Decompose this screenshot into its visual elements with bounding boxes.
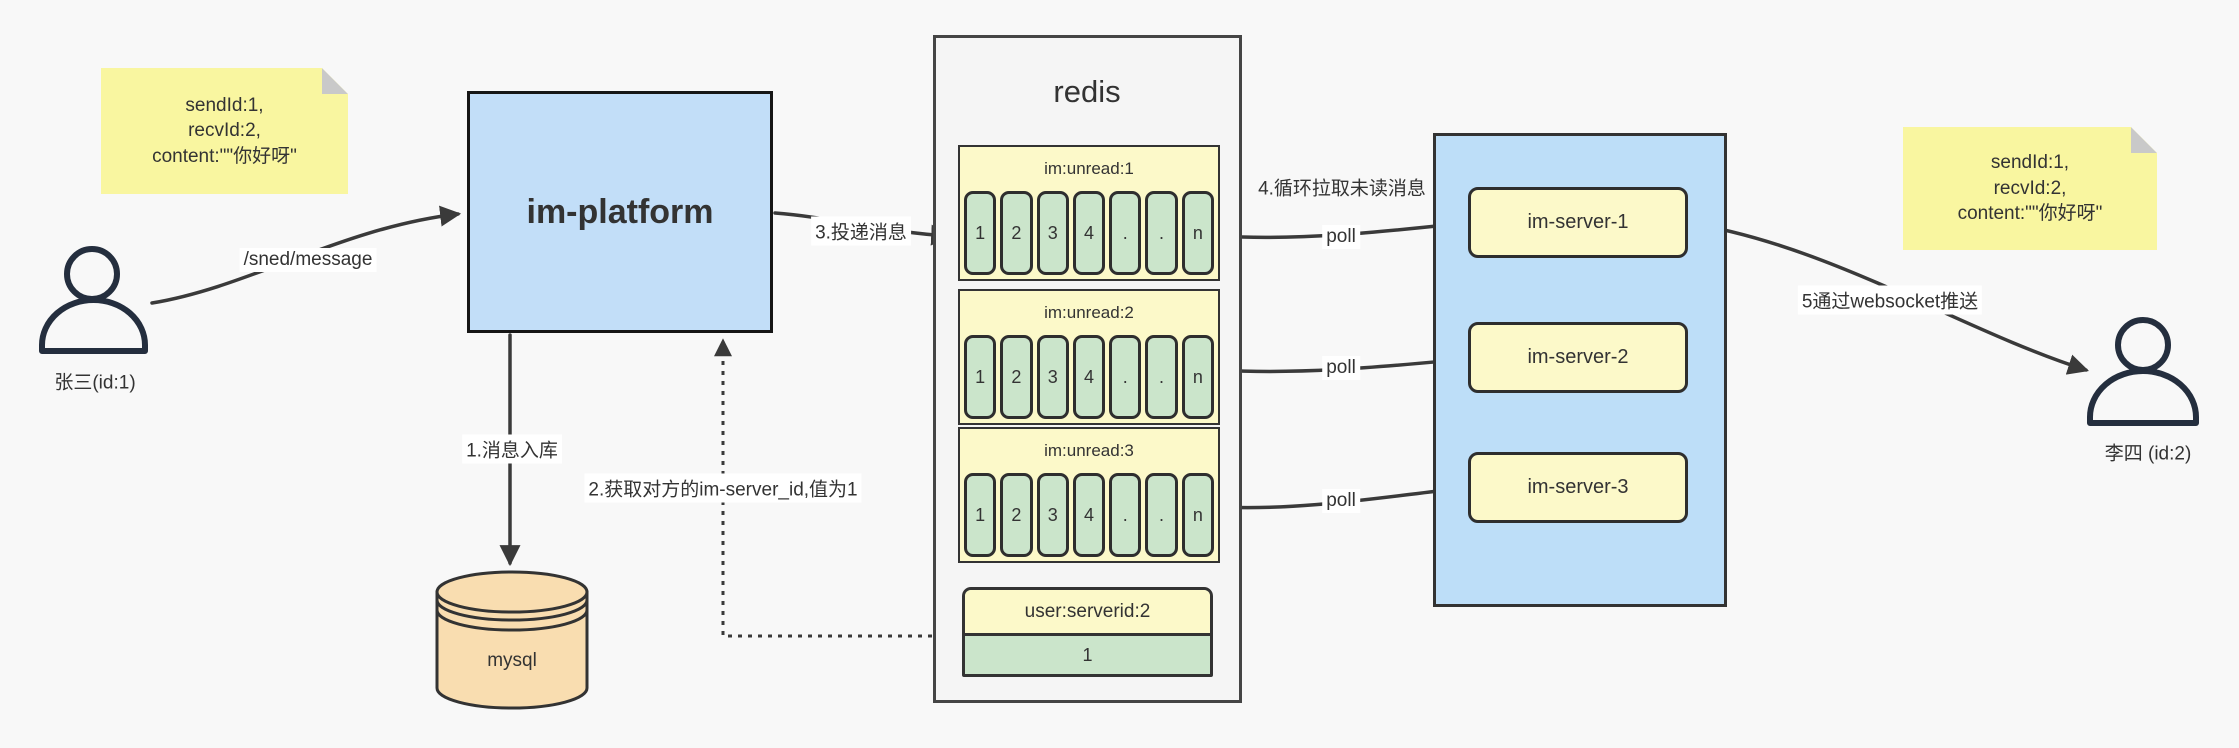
im-server-label: im-server-2	[1527, 346, 1629, 368]
receiver-name-label: 李四 (id:2)	[2104, 443, 2192, 465]
edge-label-poll-3: poll	[1322, 489, 1360, 513]
im-server-2-node: im-server-2	[1468, 322, 1688, 393]
queue-cell: .	[1145, 191, 1178, 275]
queue-header: im:unread:3	[1044, 441, 1134, 460]
queue-cells: 1 2 3 4 . . n	[960, 191, 1218, 275]
queue-cell: 3	[1036, 335, 1069, 419]
queue-cell: .	[1109, 473, 1142, 557]
queue-im-unread-3: im:unread:3 1 2 3 4 . . n	[958, 427, 1220, 563]
queue-cell: .	[1145, 335, 1178, 419]
edge-label-step4: 4.循环拉取未读消息	[1258, 178, 1426, 200]
mysql-label: mysql	[487, 650, 537, 671]
queue-im-unread-2: im:unread:2 1 2 3 4 . . n	[958, 289, 1220, 425]
queue-cells: 1 2 3 4 . . n	[960, 335, 1218, 419]
edge-label-poll-1: poll	[1322, 225, 1360, 249]
queue-cell: n	[1181, 191, 1214, 275]
note-line: recvId:2,	[1993, 177, 2067, 199]
redis-title: redis	[1053, 74, 1121, 109]
note-line: sendId:1,	[1990, 152, 2070, 174]
edge-label-step2: 2.获取对方的im-server_id,值为1	[584, 473, 862, 503]
queue-cell: 1	[964, 335, 997, 419]
im-server-1-node: im-server-1	[1468, 187, 1688, 258]
im-platform-node: im-platform	[467, 91, 773, 333]
queue-cell: 1	[964, 191, 997, 275]
edge-label-step5: 5通过websocket推送	[1797, 285, 1983, 315]
queue-cell: 2	[1000, 473, 1033, 557]
mysql-database-icon	[435, 570, 589, 710]
queue-im-unread-1: im:unread:1 1 2 3 4 . . n	[958, 145, 1220, 281]
queue-cells: 1 2 3 4 . . n	[960, 473, 1218, 557]
user-serverid-value: 1	[1082, 644, 1093, 665]
queue-cell: n	[1181, 473, 1214, 557]
note-line: content:""你好呀"	[1957, 203, 2103, 225]
user-icon-receiver	[2087, 317, 2199, 426]
im-server-3-node: im-server-3	[1468, 452, 1688, 523]
im-platform-label: im-platform	[526, 192, 714, 231]
queue-cell: 1	[964, 473, 997, 557]
message-note-left: sendId:1, recvId:2, content:""你好呀"	[101, 68, 348, 194]
edge-label-send-api: /sned/message	[239, 248, 377, 272]
note-line: sendId:1,	[185, 94, 264, 116]
queue-cell: 4	[1072, 335, 1106, 419]
edge-label-step1: 1.消息入库	[462, 434, 562, 464]
user-serverid-header: user:serverid:2	[965, 590, 1210, 636]
note-line: content:""你好呀"	[152, 145, 297, 167]
queue-cell: .	[1109, 335, 1142, 419]
user-serverid-map: user:serverid:2 1	[962, 587, 1213, 677]
message-note-right: sendId:1, recvId:2, content:""你好呀"	[1903, 127, 2157, 250]
note-line: recvId:2,	[188, 120, 261, 142]
queue-header: im:unread:2	[1044, 303, 1134, 322]
queue-header: im:unread:1	[1044, 159, 1134, 178]
queue-cell: n	[1181, 335, 1214, 419]
queue-cell: 2	[1000, 191, 1033, 275]
user-icon-sender	[39, 246, 148, 354]
queue-cell: 4	[1072, 191, 1106, 275]
sender-name-label: 张三(id:1)	[54, 372, 136, 394]
edge-label-step3: 3.投递消息	[811, 216, 911, 246]
queue-cell: 2	[1000, 335, 1033, 419]
im-server-label: im-server-3	[1527, 476, 1629, 498]
queue-cell: 4	[1072, 473, 1106, 557]
edge-label-poll-2: poll	[1322, 356, 1360, 380]
im-server-label: im-server-1	[1527, 211, 1629, 233]
queue-cell: .	[1109, 191, 1142, 275]
queue-cell: 3	[1036, 473, 1069, 557]
queue-cell: 3	[1036, 191, 1069, 275]
queue-cell: .	[1145, 473, 1178, 557]
